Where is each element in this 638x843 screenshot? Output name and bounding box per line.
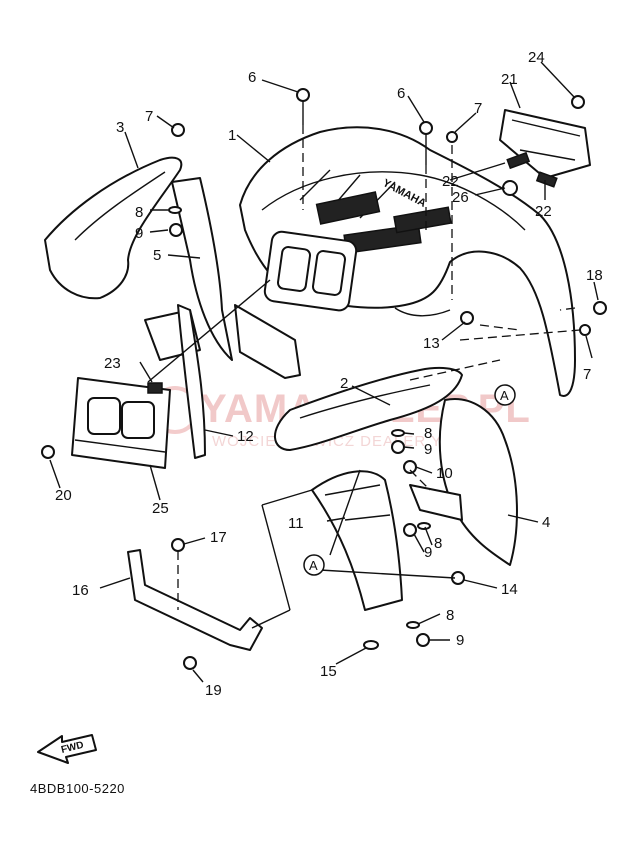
callout-8: 8 [424,425,432,442]
callout-14: 14 [501,581,518,598]
callout-25: 25 [152,500,169,517]
callout-24: 24 [528,49,545,66]
callout-3: 3 [116,119,124,136]
callout-23: 23 [104,355,121,372]
lower-bracket [127,549,263,651]
callout-9: 9 [456,632,464,649]
mudguard-lower [274,366,463,451]
leader-lines [49,61,599,683]
fasteners [41,88,607,670]
callout-22: 22 [442,173,459,190]
mud-flap [311,470,403,611]
reference-marker-1: A [494,384,516,406]
callout-18: 18 [586,267,603,284]
front-fender: YAMAHA [239,126,576,397]
callout-11: 11 [288,515,304,532]
callout-22: 22 [535,203,552,220]
callout-numbers: 6 6 7 7 7 1 3 8 9 5 24 21 22 26 22 18 13… [55,49,603,699]
callout-15: 15 [320,663,337,680]
callout-9: 9 [135,225,143,242]
headlight-assembly [71,377,171,469]
callout-8: 8 [446,607,454,624]
forward-direction-arrow: FWD [37,734,97,764]
callout-2: 2 [340,375,348,392]
callout-8: 8 [434,535,442,552]
svg-text:A: A [500,388,509,403]
callout-7: 7 [583,366,591,383]
left-side-cover [44,156,183,300]
callout-7: 7 [474,100,482,117]
callout-26: 26 [452,189,469,206]
callout-20: 20 [55,487,72,504]
callout-9: 9 [424,441,432,458]
reference-marker-2: A [303,554,325,576]
right-inner-panel [409,398,518,566]
callout-6: 6 [248,69,256,86]
direction-label: FWD [60,740,85,756]
callout-5: 5 [153,247,161,264]
callout-12: 12 [237,428,254,445]
svg-text:A: A [309,558,318,573]
callout-19: 19 [205,682,222,699]
document-code: 4BDB100-5220 [30,781,125,796]
callout-16: 16 [72,582,89,599]
callout-13: 13 [423,335,440,352]
lower-panel [177,304,206,459]
callout-17: 17 [210,529,227,546]
callout-9: 9 [424,544,432,561]
callout-21: 21 [501,71,518,88]
assembly-lines [147,125,581,629]
rear-light [499,109,591,196]
callout-7: 7 [145,108,153,125]
callout-6: 6 [397,85,405,102]
callout-8: 8 [135,204,143,221]
callout-4: 4 [542,514,550,531]
callout-10: 10 [436,465,453,482]
callout-1: 1 [228,127,236,144]
